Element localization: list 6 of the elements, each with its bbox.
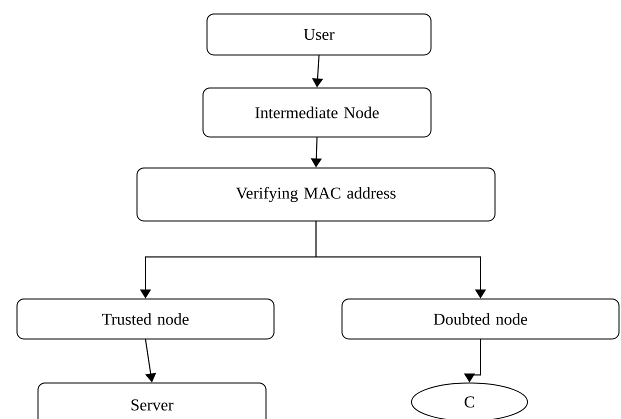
process-box: Verifying MAC address [136,167,496,222]
process-box: User [206,14,432,56]
process-box: Server [38,382,266,419]
process-box: Trusted node [16,298,274,340]
process-box: Intermediate Node [202,88,432,138]
process-box: Doubted node [342,298,620,340]
